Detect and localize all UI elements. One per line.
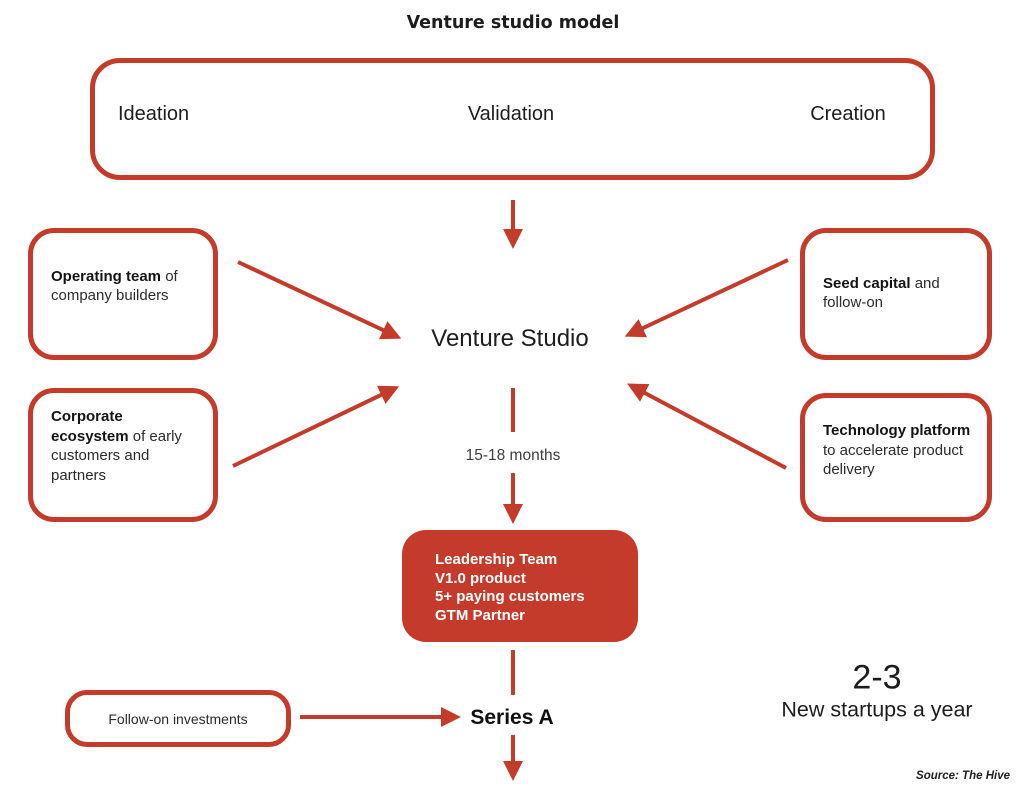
followon-investments-label: Follow-on investments — [108, 710, 248, 727]
page-title: Venture studio model — [406, 13, 620, 33]
stage-ideation: Ideation — [118, 103, 190, 125]
stage-creation: Creation — [810, 103, 886, 125]
arrow-corporate-ecosystem-to-hub — [232, 385, 400, 468]
series-a-label: Series A — [470, 706, 554, 729]
stage-validation: Validation — [467, 103, 555, 125]
arrow-seed-capital-to-hub — [624, 258, 789, 338]
outcome-line: V1.0 product — [435, 569, 526, 587]
outcome-box: Leadership Team V1.0 product 5+ paying c… — [402, 530, 638, 642]
seed-capital-text: Seed capital and follow-on — [823, 274, 940, 312]
followon-investments-box: Follow-on investments — [65, 690, 291, 747]
stat-value: 2-3 — [852, 658, 902, 697]
outcome-line: GTM Partner — [435, 606, 526, 624]
duration-label: 15-18 months — [465, 447, 561, 464]
outcome-line: Leadership Team — [435, 551, 558, 568]
outcome-line: 5+ paying customers — [435, 588, 585, 605]
corporate-ecosystem-box: Corporate ecosystem of early customers a… — [28, 388, 218, 522]
operating-team-text: Operating team of company builders — [51, 267, 178, 305]
technology-platform-box: Technology platform to accelerate produc… — [800, 393, 992, 522]
seed-capital-box: Seed capital and follow-on — [800, 228, 992, 360]
operating-team-box: Operating team of company builders — [28, 228, 218, 360]
stat-caption: New startups a year — [781, 697, 973, 722]
arrow-technology-platform-to-hub — [627, 383, 787, 470]
arrow-operating-team-to-hub — [237, 260, 402, 340]
technology-platform-text: Technology platform to accelerate produc… — [823, 422, 971, 479]
hub-label: Venture Studio — [431, 325, 589, 352]
corporate-ecosystem-text: Corporate ecosystem of early customers a… — [51, 408, 182, 484]
source-credit: Source: The Hive — [916, 770, 1010, 782]
pipeline-box — [90, 58, 935, 180]
